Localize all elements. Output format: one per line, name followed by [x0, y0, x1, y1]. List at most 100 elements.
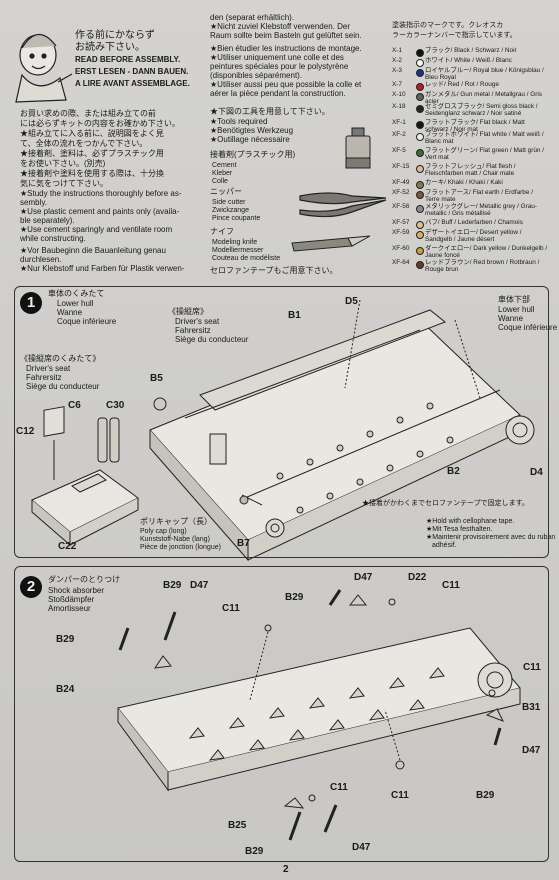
cutter-jp: ニッパー	[210, 187, 242, 196]
seat-assembly-jp: 《操縦席のくみたて》	[20, 354, 101, 363]
paint-code: X-3	[392, 67, 402, 74]
seat-label-fr: Siège du conducteur	[175, 335, 249, 344]
part-label-c11-e: C11	[391, 790, 409, 801]
intro-en-line-1: ★Study the instructions thoroughly befor…	[20, 189, 182, 198]
knife-fr: Couteau de modéliste	[212, 255, 281, 262]
tools-de: ★Benötigtes Werkzeug	[210, 126, 294, 135]
paint-code: X-18	[392, 103, 406, 110]
side-cutter-illustration	[299, 192, 387, 218]
intro-de-line-3: ★Nur Klebstoff und Farben für Plastik ve…	[20, 264, 185, 273]
cement-en: Cement	[212, 162, 237, 169]
part-label-c11-a: C11	[222, 603, 240, 614]
paint-code: XF-49	[392, 179, 410, 186]
intro-title-jp-2: お読み下さい。	[75, 42, 145, 53]
step1-frame	[14, 286, 549, 558]
part-label-d47-d: D47	[352, 842, 371, 853]
seat-label-jp: 《操縦席》	[168, 307, 208, 316]
paint-swatch	[416, 105, 424, 113]
seat-assembly-en: Driver's seat	[26, 364, 71, 373]
part-label-c11-d: C11	[330, 782, 348, 793]
cutter-de: Zwickzange	[212, 207, 249, 214]
paint-swatch	[416, 69, 424, 77]
hold-tape-fr-2: adhésif.	[432, 542, 457, 549]
paint-swatch	[416, 59, 424, 67]
paint-name: レッドブラウン/ Red brown / Rotbraun / Rouge br…	[425, 259, 540, 273]
cement-de: Kleber	[212, 170, 233, 177]
intro-en-line-2: sembly.	[20, 198, 47, 207]
lower-hull-de: Wanne	[498, 314, 524, 323]
middle-fr-line-3: peintures spéciales pour le polystyrène	[210, 62, 349, 71]
paint-swatch	[416, 247, 424, 255]
intro-jp-line-2: には必らずキットの内容をお確かめ下さい。	[20, 119, 180, 128]
part-label-b29-e: B29	[245, 846, 264, 857]
paint-code: XF-56	[392, 203, 410, 210]
paint-header-2: ラーカラーナンバーで指示しています。	[392, 32, 517, 39]
paint-code: XF-59	[392, 229, 410, 236]
intro-read-fr: A LIRE AVANT ASSEMBLAGE.	[75, 79, 190, 88]
paint-swatch	[416, 83, 424, 91]
part-label-b5: B5	[150, 373, 163, 384]
intro-de-line-2: durchlesen.	[20, 255, 62, 264]
paint-swatch	[416, 261, 424, 269]
intro-jp-line-1: お買い求めの際、または組み立ての前	[20, 109, 156, 118]
paint-code: XF-5	[392, 147, 406, 154]
part-label-b31: B31	[522, 702, 541, 713]
paint-code: XF-1	[392, 119, 406, 126]
paint-swatch	[416, 49, 424, 57]
intro-en-line-5: ★Use cement sparingly and ventilate room	[20, 225, 173, 234]
part-label-b1: B1	[288, 310, 301, 321]
part-label-d22: D22	[408, 572, 427, 583]
part-label-b29-b: B29	[285, 592, 304, 603]
part-label-d47-a: D47	[190, 580, 209, 591]
middle-de-line-1: den (separat erhältlich).	[210, 13, 295, 22]
cement-fr: Colle	[212, 178, 228, 185]
seat-label-de: Fahrersitz	[175, 326, 211, 335]
tape-note-jp: セロファンテープもご用意下さい。	[210, 266, 338, 275]
lower-hull-fr: Coque inférieure	[498, 323, 558, 332]
step1-title-jp: 車体のくみたて	[48, 289, 105, 298]
paint-name: セミグロスブラック/ Semi gloss black / Seidenglan…	[425, 103, 538, 117]
part-label-c11-c: C11	[523, 662, 541, 673]
paint-code: X-7	[392, 81, 402, 88]
paint-code: X-2	[392, 57, 402, 64]
cutter-fr: Pince coupante	[212, 215, 261, 222]
lower-hull-en: Lower hull	[498, 305, 535, 314]
part-label-b2: B2	[447, 466, 460, 477]
part-label-b29-d: B29	[476, 790, 495, 801]
paint-swatch	[416, 93, 424, 101]
middle-de-line-3: Raum sollte beim Basteln gut gelüftet se…	[210, 31, 362, 40]
intro-jp-line-7: ★接着剤や塗料を使用する際は、十分換	[20, 169, 164, 178]
part-label-c6: C6	[68, 400, 81, 411]
tools-en: ★Tools required	[210, 117, 268, 126]
polycap-jp: ポリキャップ（長）	[140, 517, 212, 526]
knife-de: Modelliermesser	[212, 247, 264, 254]
paint-name: フラットホワイト/ Flat white / Matt weiß / Blanc…	[425, 131, 544, 145]
paint-code: X-10	[392, 91, 406, 98]
paint-swatch	[416, 133, 424, 141]
seat-assembly-de: Fahrersitz	[26, 373, 62, 382]
intro-en-line-4: ble separately).	[20, 216, 75, 225]
step1-title-de: Wanne	[57, 308, 83, 317]
hold-tape-fr-1: ★Maintenir provisoirement avec du ruban	[426, 534, 556, 541]
paint-name: フラットブラック/ Flat black / Matt schwarz / No…	[425, 119, 525, 133]
paint-name: フラットグリーン/ Flat green / Matt grün / Vert …	[425, 147, 545, 161]
paint-swatch	[416, 165, 424, 173]
tools-jp: ★下図の工具を用意して下さい。	[210, 107, 330, 116]
paint-swatch	[416, 191, 424, 199]
paint-code: XF-2	[392, 131, 406, 138]
step2-frame	[14, 566, 549, 862]
paint-name: デザートイエロー/ Desert yellow / Sandgelb / Jau…	[425, 229, 522, 243]
step2-illustration	[117, 589, 521, 841]
step2-title-jp: ダンパーのとりつけ	[48, 575, 121, 584]
cement-bottle-illustration	[345, 127, 371, 169]
paint-name: ダークイエロー/ Dark yellow / Dunkelgelb / Jaun…	[425, 245, 548, 259]
knife-jp: ナイフ	[210, 227, 234, 236]
step2-title-fr: Amortisseur	[48, 604, 91, 613]
